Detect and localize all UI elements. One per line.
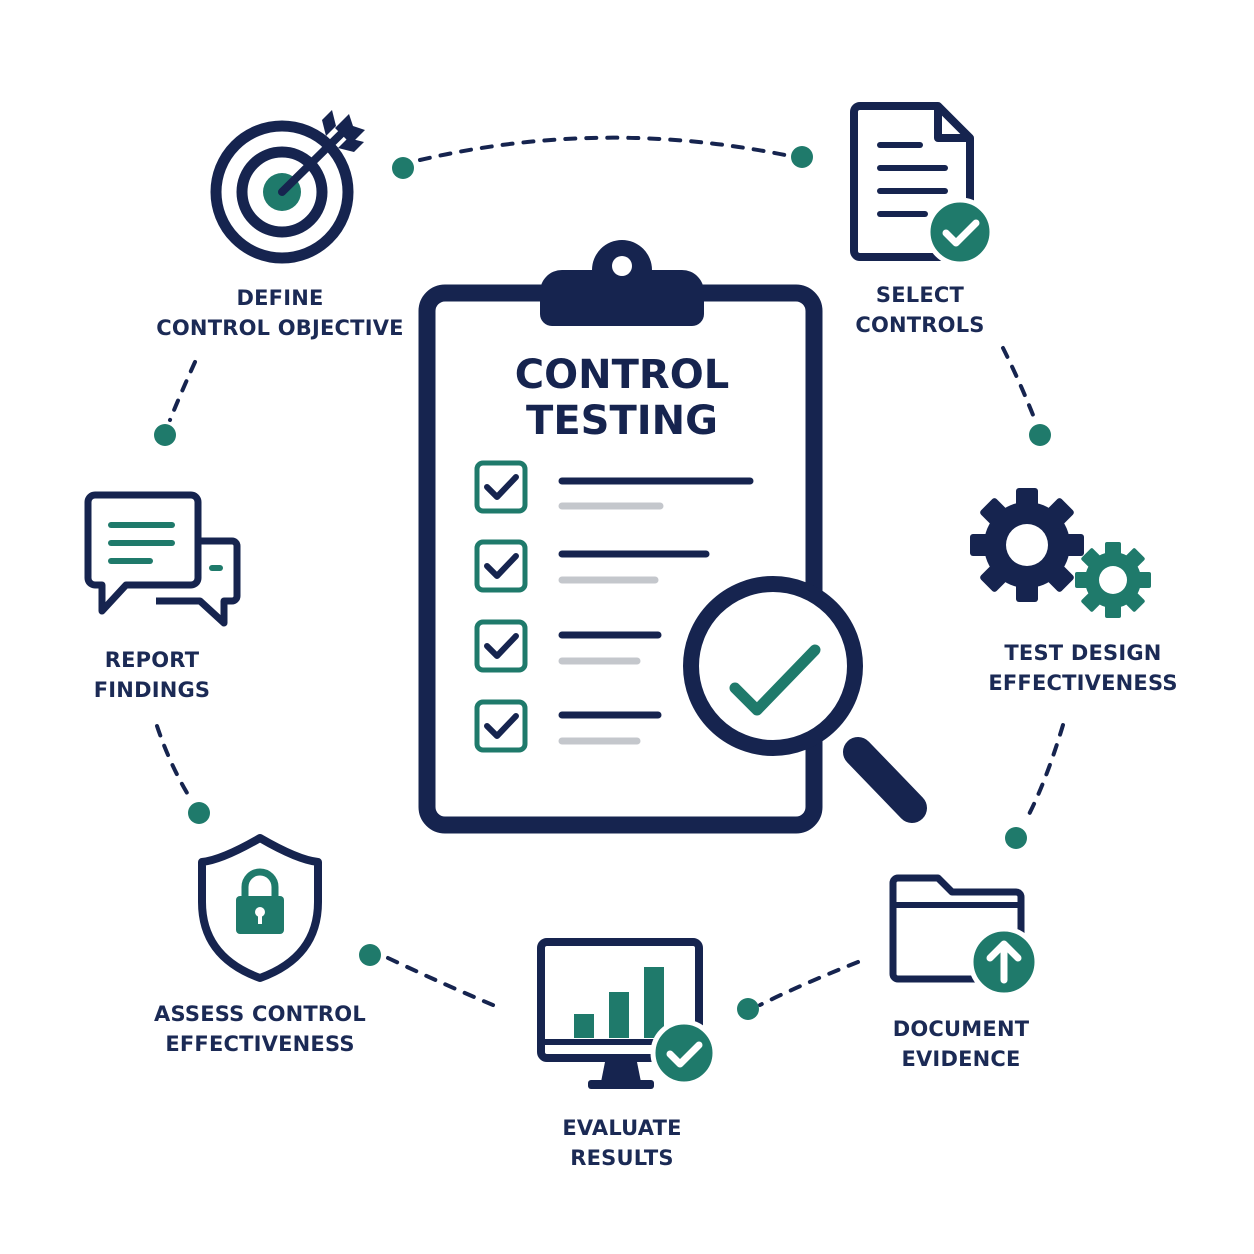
step-assess-control-effectiveness: ASSESS CONTROL EFFECTIVENESS bbox=[130, 999, 390, 1059]
connector-dot bbox=[791, 146, 813, 168]
step-label-line-2: FINDINGS bbox=[93, 678, 211, 702]
step-label-line-1: ASSESS CONTROL bbox=[154, 1002, 366, 1026]
step-label-line-2: EVIDENCE bbox=[901, 1047, 1021, 1071]
cycle-connectors bbox=[155, 135, 1065, 1010]
step-label-line-2: CONTROL OBJECTIVE bbox=[156, 316, 404, 340]
connector-bottom-left bbox=[386, 956, 502, 1010]
connector-dot bbox=[1005, 827, 1027, 849]
step-test-design-effectiveness: TEST DESIGN EFFECTIVENESS bbox=[963, 638, 1203, 698]
gears-icon bbox=[970, 488, 1151, 618]
step-label-line-2: EFFECTIVENESS bbox=[165, 1032, 355, 1056]
step-label-line-2: CONTROLS bbox=[855, 313, 985, 337]
step-label-line-1: DOCUMENT bbox=[892, 1017, 1030, 1041]
document-check-icon bbox=[850, 102, 995, 267]
connector-dot bbox=[188, 802, 210, 824]
connector-top bbox=[418, 135, 787, 162]
step-evaluate-results: EVALUATE RESULTS bbox=[502, 1113, 742, 1173]
connector-left-lower bbox=[155, 724, 192, 800]
step-select-controls: SELECT CONTROLS bbox=[800, 280, 1040, 340]
cycle-dots bbox=[154, 146, 1051, 1020]
step-label-line-1: REPORT bbox=[104, 648, 200, 672]
step-document-evidence: DOCUMENT EVIDENCE bbox=[841, 1014, 1081, 1074]
checklist bbox=[474, 460, 754, 753]
connector-dot bbox=[392, 157, 414, 179]
step-label-line-1: SELECT bbox=[875, 283, 965, 307]
title-line-2: TESTING bbox=[526, 398, 718, 444]
magnifier-check-icon bbox=[683, 576, 927, 823]
step-label-line-2: RESULTS bbox=[570, 1146, 674, 1170]
step-label-line-1: TEST DESIGN bbox=[1004, 641, 1162, 665]
connector-dot bbox=[737, 998, 759, 1020]
step-report-findings: REPORT FINDINGS bbox=[52, 645, 252, 705]
connector-left-upper bbox=[168, 360, 197, 422]
target-icon bbox=[210, 110, 365, 264]
checklist-item bbox=[474, 619, 662, 673]
connector-dot bbox=[1029, 424, 1051, 446]
checklist-item bbox=[474, 460, 754, 514]
connector-dot bbox=[359, 944, 381, 966]
step-label-line-2: EFFECTIVENESS bbox=[988, 671, 1178, 695]
connector-dot bbox=[154, 424, 176, 446]
step-label-line-1: EVALUATE bbox=[562, 1116, 682, 1140]
folder-upload-icon bbox=[889, 874, 1040, 998]
diagram-title: CONTROL TESTING bbox=[472, 352, 772, 444]
checklist-item bbox=[474, 539, 710, 593]
shield-lock-icon bbox=[198, 834, 322, 982]
connector-right-lower bbox=[1023, 723, 1065, 824]
step-label-line-1: DEFINE bbox=[236, 286, 324, 310]
chat-bubbles-icon bbox=[84, 491, 241, 627]
step-define-control-objective: DEFINE CONTROL OBJECTIVE bbox=[130, 283, 430, 343]
connector-right-upper bbox=[1001, 346, 1037, 422]
connector-bottom-right bbox=[758, 960, 860, 1007]
monitor-chart-icon bbox=[537, 938, 718, 1089]
title-line-1: CONTROL bbox=[514, 352, 730, 398]
checklist-item bbox=[474, 699, 662, 753]
